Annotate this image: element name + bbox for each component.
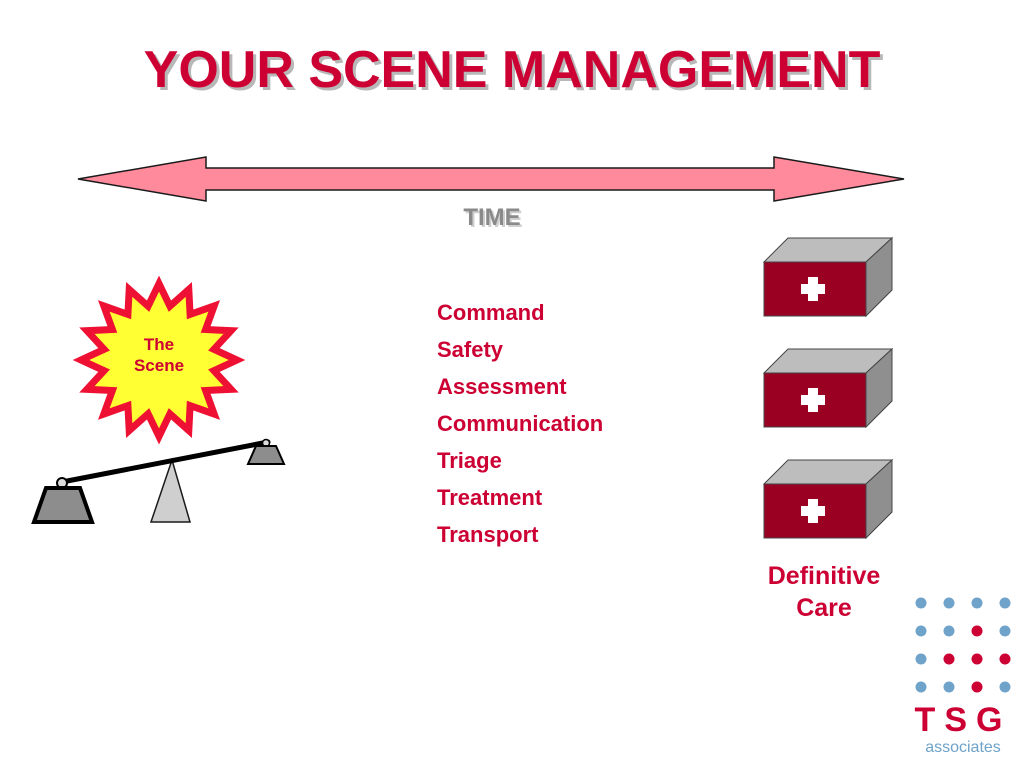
step-treatment: Treatment <box>437 485 543 510</box>
first-aid-kit-icon <box>762 458 894 540</box>
step-triage: Triage <box>437 448 502 473</box>
logo-dot <box>943 597 955 609</box>
logo-dot <box>915 653 927 665</box>
scene-label-line2: Scene <box>133 356 185 375</box>
scene-label-line1: The <box>143 335 175 354</box>
logo-dot <box>915 597 927 609</box>
step-safety: Safety <box>437 337 504 362</box>
scene-management-steps: Command Safety Assessment Communication … <box>437 294 603 553</box>
logo-dot <box>999 625 1011 637</box>
logo-dot <box>915 681 927 693</box>
step-assessment: Assessment <box>437 374 567 399</box>
time-label: TIME <box>463 204 521 231</box>
logo-dot-grid-icon <box>915 597 1011 693</box>
logo-dot <box>971 625 983 637</box>
scene-label: The Scene <box>104 334 214 376</box>
logo-dot <box>943 625 955 637</box>
first-aid-kit-icon <box>762 347 894 429</box>
definitive-care-label: Definitive Care <box>744 560 904 624</box>
logo-dot <box>999 681 1011 693</box>
logo-dot <box>999 653 1011 665</box>
definitive-care-line2: Care <box>796 594 852 622</box>
logo-name: TSG <box>914 701 1012 739</box>
logo-dot <box>943 681 955 693</box>
page-title: YOUR SCENE MANAGEMENT <box>143 41 881 99</box>
definitive-care-line1: Definitive <box>767 562 881 590</box>
logo-dot <box>971 681 983 693</box>
first-aid-kit-icon <box>762 236 894 318</box>
logo-dot <box>999 597 1011 609</box>
balance-scale-icon <box>31 438 286 524</box>
logo-subtitle: associates <box>925 739 1001 756</box>
logo-dot <box>915 625 927 637</box>
step-transport: Transport <box>437 522 539 547</box>
step-communication: Communication <box>437 411 604 436</box>
time-double-arrow-icon <box>77 156 905 202</box>
logo-dot <box>943 653 955 665</box>
step-command: Command <box>437 300 545 325</box>
logo-dot <box>971 597 983 609</box>
logo-dot <box>971 653 983 665</box>
scene-starburst-icon <box>72 276 246 445</box>
